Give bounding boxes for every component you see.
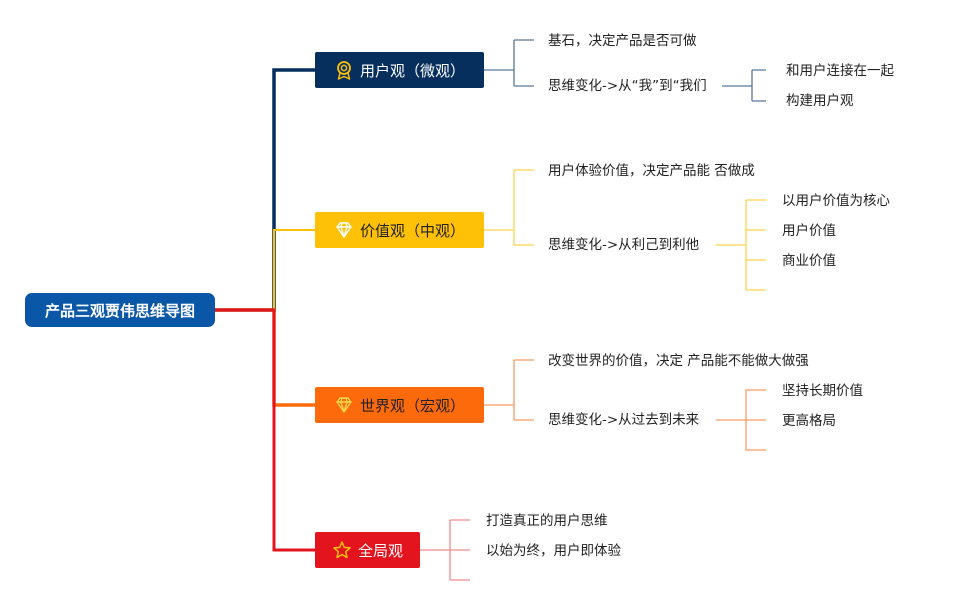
leaf-node[interactable]: 用户价值: [782, 223, 836, 239]
branch-label: 世界观（宏观）: [359, 396, 465, 415]
connector-b3-children: [716, 389, 766, 451]
branch-user-view[interactable]: 用户观（微观）: [315, 52, 484, 88]
leaf-node[interactable]: 更高格局: [782, 413, 836, 429]
connector-b3-items: [484, 359, 534, 421]
leaf-node[interactable]: 构建用户观: [786, 93, 854, 109]
leaf-node[interactable]: 基石，决定产品是否可做: [548, 33, 697, 49]
connector-b2-items: [484, 169, 534, 246]
branch-value-view[interactable]: 价值观（中观）: [315, 212, 484, 248]
root-node-label: 产品三观贾伟思维导图: [44, 301, 195, 320]
diamond-icon: [336, 222, 352, 238]
branch-global-view[interactable]: 全局观: [315, 532, 420, 568]
branch-world-view[interactable]: 世界观（宏观）: [315, 387, 484, 423]
leaf-node[interactable]: 打造真正的用户思维: [486, 513, 608, 529]
root-node[interactable]: 产品三观贾伟思维导图: [25, 293, 215, 327]
leaf-node[interactable]: 思维变化->从“我”到“我们: [548, 78, 707, 94]
branch-label: 价值观（中观）: [359, 221, 465, 240]
diamond-icon: [336, 397, 352, 413]
star-icon: [333, 541, 351, 559]
leaf-node[interactable]: 思维变化->从过去到未来: [548, 412, 700, 428]
connector-root-b1: [213, 68, 317, 312]
leaf-node[interactable]: 用户体验价值，决定产品能 否做成: [548, 163, 755, 179]
connector-root-b2: [215, 229, 315, 311]
connector-b1-items: [484, 39, 534, 87]
branch-label: 全局观: [357, 541, 403, 560]
leaf-node[interactable]: 思维变化->从利己到利他: [548, 237, 700, 253]
leaf-node[interactable]: 坚持长期价值: [782, 383, 863, 399]
connector-root-b4: [215, 308, 315, 552]
leaf-node[interactable]: 以始为终，用户即体验: [486, 543, 621, 559]
leaf-node[interactable]: 和用户连接在一起: [786, 63, 894, 79]
connector-b4-items: [420, 519, 470, 581]
leaf-node[interactable]: 以用户价值为核心: [782, 193, 890, 209]
leaf-node[interactable]: 改变世界的价值，决定 产品能不能做大做强: [548, 353, 809, 369]
connector-b2-children: [716, 199, 766, 291]
branch-label: 用户观（微观）: [359, 61, 465, 80]
connector-b1-children: [722, 69, 766, 102]
leaf-node[interactable]: 商业价值: [782, 253, 836, 269]
award-medal-icon: [337, 61, 351, 80]
connector-root-b3: [215, 308, 315, 407]
